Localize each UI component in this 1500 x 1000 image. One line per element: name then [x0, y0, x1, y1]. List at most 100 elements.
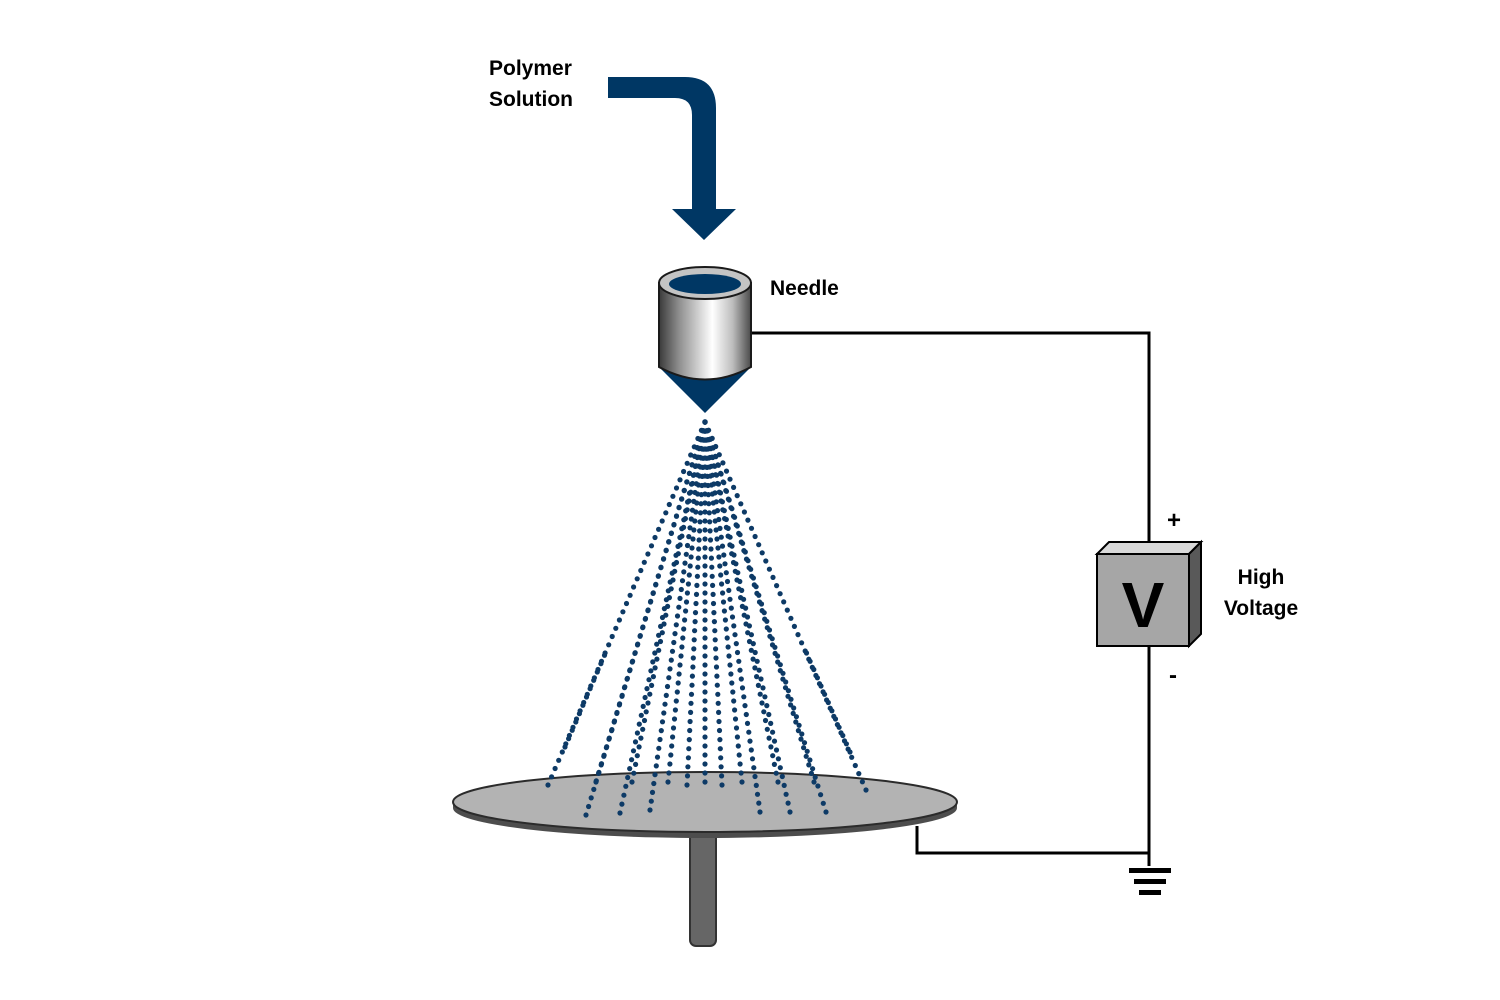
spray-dot [566, 736, 572, 742]
spray-dot [770, 753, 776, 759]
spray-dot [710, 600, 717, 607]
spray-dot [583, 694, 590, 700]
spray-dot [684, 773, 691, 779]
spray-dot [640, 625, 646, 631]
spray-dot [759, 608, 765, 614]
spray-dot [655, 573, 661, 579]
spray-dot [649, 789, 656, 796]
spray-dot [647, 599, 654, 605]
spray-dot [759, 550, 765, 556]
spray-dot [709, 573, 715, 579]
spray-dot [692, 628, 698, 634]
spray-dot [678, 586, 684, 593]
spray-dot [691, 527, 697, 533]
spray-dot [748, 647, 754, 653]
spray-dot [773, 747, 780, 753]
spray-dot [736, 658, 742, 664]
spray-dot [707, 464, 713, 470]
spray-dot [631, 770, 637, 776]
spray-dot [822, 691, 828, 697]
spray-dot [689, 462, 695, 468]
spray-dot [829, 708, 835, 714]
spray-dot [689, 682, 695, 688]
spray-dot [693, 600, 699, 607]
spray-dot [702, 698, 708, 704]
spray-dot [702, 707, 708, 713]
spray-dot [697, 528, 703, 534]
spray-dot [653, 763, 659, 769]
spray-dot [711, 463, 717, 469]
spray-dot [669, 648, 676, 654]
spray-dot [852, 762, 858, 769]
spray-dot [726, 653, 732, 659]
spray-dot [663, 612, 669, 618]
spray-dot [715, 462, 721, 468]
spray-dot [684, 507, 690, 513]
spray-dot [741, 509, 748, 515]
spray-dot [712, 453, 719, 459]
spray-dot [687, 525, 693, 531]
spray-dot [652, 772, 658, 778]
spray-dot [724, 635, 730, 641]
spray-dot [640, 726, 646, 732]
spray-dot [667, 761, 673, 767]
spray-dot [823, 809, 829, 815]
spray-dot [576, 711, 583, 717]
spray-dot [787, 809, 793, 815]
spray-dot [741, 694, 747, 700]
spray-dot [728, 505, 734, 511]
spray-dot [807, 658, 813, 664]
spray-dot [683, 608, 689, 614]
spray-dot [718, 498, 724, 504]
spray-dot [601, 753, 607, 759]
spray-dot [658, 728, 664, 734]
spray-dot [656, 745, 662, 751]
spray-dot [669, 743, 675, 749]
spray-dot [815, 783, 821, 789]
spray-dot [756, 599, 763, 605]
spray-dot [702, 671, 708, 677]
spray-dot [807, 757, 813, 763]
spray-dot [702, 635, 708, 641]
high-voltage-label-line2: Voltage [1224, 597, 1298, 620]
spray-dot [799, 640, 805, 646]
spray-dot [687, 563, 693, 569]
spray-dot [721, 552, 727, 558]
spray-dot [702, 644, 708, 650]
spray-dot [678, 653, 684, 659]
spray-dot [601, 652, 608, 658]
spray-dot [556, 757, 562, 763]
spray-dot [690, 664, 696, 670]
spray-dot [594, 669, 600, 675]
spray-dot [801, 740, 808, 746]
spray-dot [702, 608, 708, 614]
spray-dot [788, 615, 794, 621]
spray-dot [751, 582, 757, 588]
spray-dot [659, 518, 665, 524]
spray-dot [788, 702, 794, 708]
spray-dot [734, 577, 740, 583]
spray-dot [799, 731, 805, 737]
spray-dot [707, 537, 714, 543]
spray-dot [806, 762, 812, 768]
spray-dot [713, 527, 719, 533]
spray-dot [731, 698, 737, 704]
spray-dot [670, 493, 676, 499]
spray-dot [586, 803, 592, 810]
spray-dot [702, 518, 708, 524]
spray-dot [761, 709, 767, 715]
spray-dot [702, 599, 708, 605]
spray-dot [652, 665, 658, 671]
spray-dot [636, 721, 642, 727]
spray-dot [725, 496, 732, 502]
spray-dot [606, 642, 612, 648]
spray-dot [714, 673, 720, 679]
spray-dot [722, 516, 728, 522]
spray-dot [647, 807, 653, 813]
spray-dot [856, 771, 862, 777]
spray-dot [736, 530, 742, 537]
spray-dot [710, 500, 716, 506]
spray-dot [713, 664, 720, 670]
spray-dot [681, 626, 687, 632]
spray-dot [710, 591, 716, 598]
